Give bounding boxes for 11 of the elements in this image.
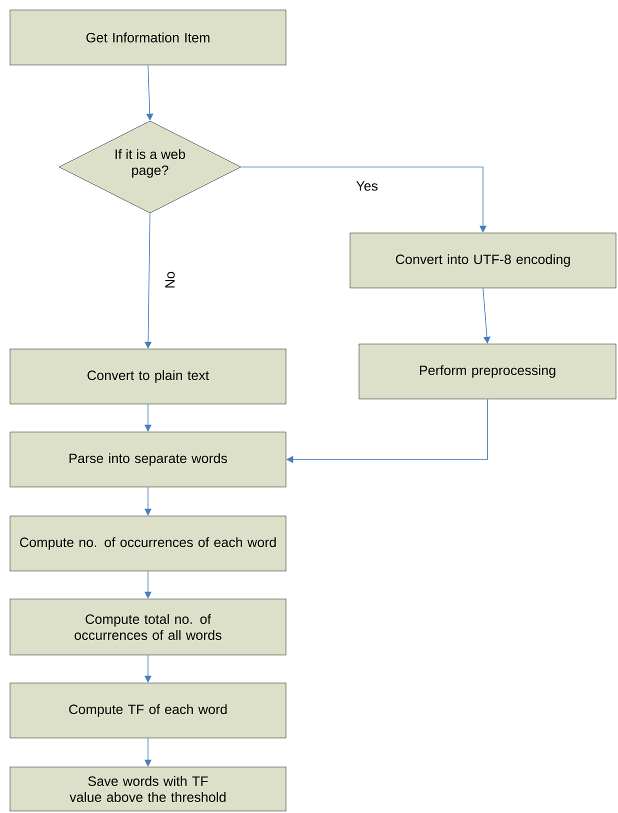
- process-box: Convert to plain text: [10, 348, 286, 404]
- process-box: Compute TF of each word: [10, 682, 286, 738]
- process-box: Compute no. of occurrences of each word: [10, 516, 286, 572]
- edge-label: Yes: [355, 180, 380, 192]
- process-box: Convert into UTF-8 encoding: [350, 232, 616, 288]
- edge-label: No: [164, 270, 176, 290]
- process-box: Perform preprocessing: [358, 344, 616, 400]
- process-box: Compute total no. of occurrences of all words: [10, 598, 286, 656]
- process-box: Save words with TF value above the threshold: [10, 766, 286, 812]
- process-box: Get Information Item: [10, 10, 286, 66]
- process-box: Parse into separate words: [10, 432, 286, 488]
